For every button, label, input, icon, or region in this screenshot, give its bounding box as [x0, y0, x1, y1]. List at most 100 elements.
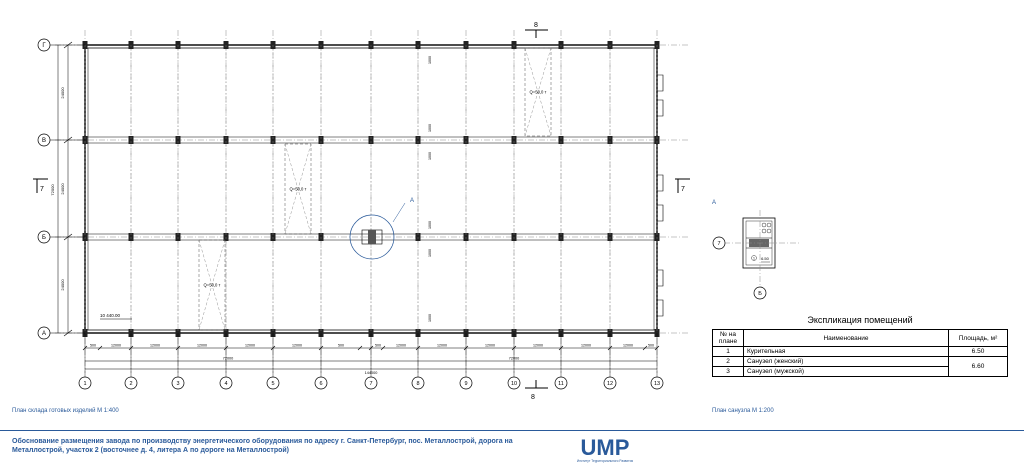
node-a-label: А	[410, 198, 414, 204]
column-marker	[270, 136, 276, 144]
axis-bubble-col	[364, 376, 378, 390]
section-label-right: 7	[681, 186, 685, 193]
axis-label-col: 13	[654, 381, 660, 387]
col-dim-label: 12000	[437, 344, 447, 348]
col-dim-label: 500	[90, 344, 96, 348]
elevation-label: 10 440.00	[100, 313, 121, 318]
ump-logo: UMP Институт Территориального Развития	[577, 436, 633, 463]
col-dim-label: 500	[375, 344, 381, 348]
axis-bubble-col	[171, 376, 185, 390]
axis-label-col: 6	[319, 381, 322, 387]
fixture	[761, 222, 767, 228]
section-label-top: 8	[534, 22, 538, 29]
column-marker	[654, 136, 660, 144]
room-number: 1	[753, 257, 755, 261]
col-dim-label: 12000	[485, 344, 495, 348]
col-dim-label: 12000	[292, 344, 302, 348]
footer-divider	[0, 430, 1024, 431]
axis-label-col: 9	[464, 381, 467, 387]
gate-symbol	[657, 269, 664, 287]
crane-zone	[284, 143, 312, 235]
table-row: 3 Санузел (мужской)	[712, 366, 1008, 377]
dim-tick	[63, 233, 73, 241]
fixture	[766, 228, 772, 234]
vertical-dim-label: 1000	[428, 249, 432, 257]
row-area: 6.60	[948, 356, 1008, 377]
header-num: № на плане	[712, 329, 744, 347]
row-dim-label: 24000	[60, 279, 65, 291]
row-dim-label: 24000	[60, 87, 65, 99]
axis-bubble-col	[507, 376, 521, 390]
column-marker	[318, 136, 324, 144]
vertical-dim-label: 1000	[428, 152, 432, 160]
dim-tick	[63, 136, 73, 144]
axis-bubble-col	[603, 376, 617, 390]
axis-label-col: 12	[607, 381, 613, 387]
crane-zone	[198, 239, 226, 331]
logo-text: UMP	[581, 436, 630, 460]
col-dim-label: 12000	[396, 344, 406, 348]
axis-bubble-col	[78, 376, 92, 390]
axis-bubble-col	[459, 376, 473, 390]
header-area: Площадь, м²	[948, 329, 1008, 347]
row-num: 2	[712, 356, 744, 367]
col-dim-label: 12000	[533, 344, 543, 348]
header-name: Наименование	[743, 329, 949, 347]
crane-label: Q=50,0 т	[530, 90, 547, 95]
axis-label-col: 11	[558, 381, 564, 387]
vertical-dim-label: 1000	[428, 314, 432, 322]
dim-tick	[63, 329, 73, 337]
room-number-circle	[751, 255, 757, 261]
col-dim-label: 12000	[623, 344, 633, 348]
gate-symbol	[657, 174, 664, 192]
column-marker	[558, 136, 564, 144]
axis-bubble-col	[314, 376, 328, 390]
detail-axis-label-col: Б	[758, 291, 762, 297]
room-area: 6.50	[761, 256, 770, 261]
col-dim-label: 12000	[197, 344, 207, 348]
detail-axis-bubble-col	[753, 286, 767, 300]
restroom-block-fill	[368, 230, 376, 244]
table-row: 2 Санузел (женский) 6.60	[712, 356, 1008, 377]
section-label-left: 7	[40, 186, 44, 193]
axis-bubble-col	[219, 376, 233, 390]
dim-tick	[642, 345, 648, 351]
axis-bubble-col	[650, 376, 664, 390]
column-marker	[223, 136, 229, 144]
col-dim-label: 12000	[150, 344, 160, 348]
explication-table: Экспликация помещений № на плане Наимено…	[712, 315, 1008, 377]
table-row: 1 Курительная 6.50	[712, 346, 1008, 357]
footer-description: Обоснование размещения завода по произво…	[12, 438, 513, 454]
column-marker	[415, 136, 421, 144]
vertical-dim-label: 1000	[428, 221, 432, 229]
axis-label-col: 7	[369, 381, 372, 387]
axis-bubble-col	[266, 376, 280, 390]
axis-label-row: Г	[42, 43, 46, 49]
row-dim-label: 24000	[60, 183, 65, 195]
vertical-dim-label: 1000	[428, 124, 432, 132]
col-dim-label: 500	[338, 344, 344, 348]
crane-zone-diagonal	[198, 239, 226, 331]
explication-title: Экспликация помещений	[807, 315, 913, 325]
axis-label-col: 5	[271, 381, 274, 387]
column-marker	[607, 136, 613, 144]
dim-tick	[63, 41, 73, 49]
dim-tick	[357, 345, 363, 351]
row-name: Курительная	[743, 346, 949, 357]
warehouse-floor-plan: Q=50,0 тQ=50,0 тQ=50,0 тАГВБА24000240002…	[33, 22, 800, 401]
plan-caption: План склада готовых изделий М 1:400	[12, 408, 119, 414]
row-num: 3	[712, 366, 744, 377]
dim-tick	[97, 345, 103, 351]
detail-axis-label-row: 7	[717, 241, 720, 247]
col-dim-label: 12000	[245, 344, 255, 348]
detail-label: А	[712, 200, 716, 206]
gate-symbol	[657, 299, 664, 317]
axis-label-row: А	[42, 331, 46, 337]
detail-axis-bubble-row	[712, 236, 726, 250]
axis-label-col: 2	[129, 381, 132, 387]
node-a-circle	[349, 214, 395, 260]
axis-label-row: В	[42, 138, 46, 144]
column-marker	[511, 136, 517, 144]
gate-symbol	[657, 204, 664, 222]
axis-bubble-col	[554, 376, 568, 390]
